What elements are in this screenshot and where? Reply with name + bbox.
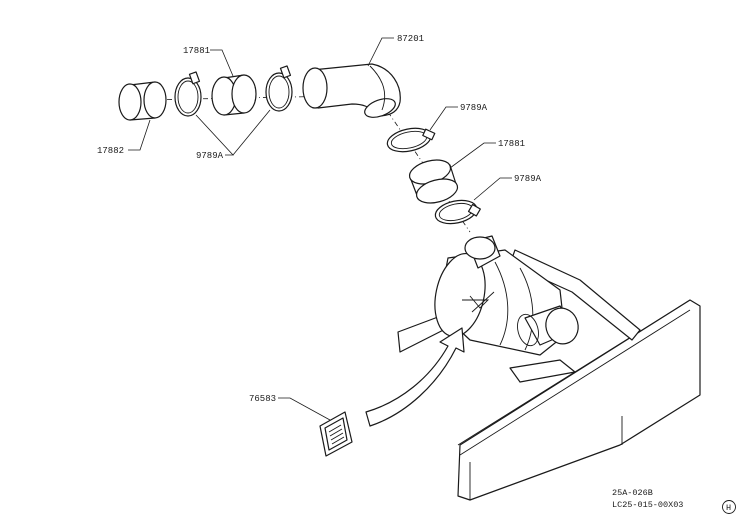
label-17881-top: 17881 <box>183 46 210 56</box>
svg-text:H: H <box>726 503 731 513</box>
air-cleaner-assembly <box>434 235 579 356</box>
label-87201: 87201 <box>397 34 424 44</box>
location-arrow <box>365 327 465 427</box>
hose-clamp-left-2 <box>265 65 293 112</box>
hose-clamp-9789A-lower <box>434 199 481 225</box>
sleeve-17882 <box>118 81 167 121</box>
vehicle-frame-rail <box>457 249 701 501</box>
label-17882: 17882 <box>97 146 124 156</box>
hose-clamp-9789A-upper <box>386 127 436 153</box>
label-9789A-lower: 9789A <box>514 174 542 184</box>
label-76583: 76583 <box>249 394 276 404</box>
hose-17881-middle <box>408 159 459 204</box>
label-17881-middle: 17881 <box>498 139 525 149</box>
hose-17881-top <box>211 74 257 116</box>
label-9789A-left: 9789A <box>196 151 224 161</box>
drawing-number: 25A-026B <box>612 488 653 498</box>
elbow-duct-87201 <box>302 63 401 118</box>
hose-clamp-left-1 <box>174 71 202 117</box>
warning-decal-76583 <box>319 411 353 457</box>
catalog-code: LC25-015-00X03 <box>612 500 683 510</box>
leader-lines <box>128 37 512 421</box>
label-9789A-upper: 9789A <box>460 103 488 113</box>
revision-mark: H <box>722 500 736 514</box>
